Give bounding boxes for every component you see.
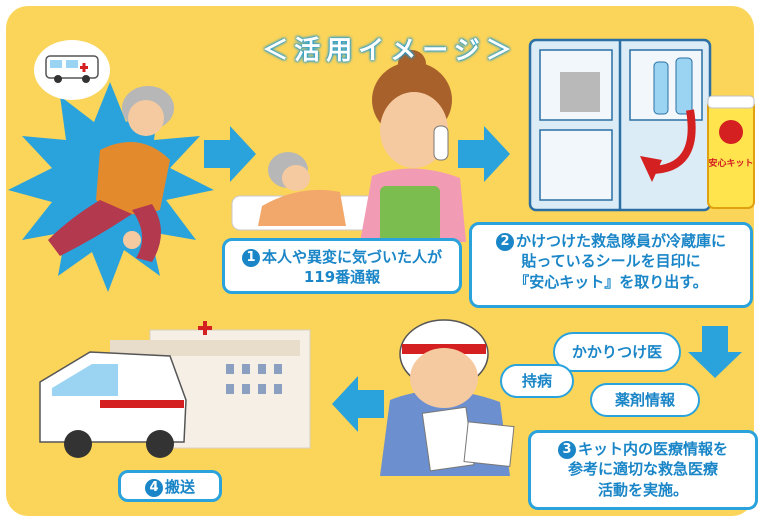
step-2-line3: 『安心キット』を取り出す。 [514, 272, 708, 291]
step-3-line3: 活動を実施。 [597, 480, 688, 499]
step-4-label: 搬送 [164, 478, 195, 496]
kit-label: 安心キット [708, 157, 753, 169]
step-3-line2: 参考に適切な救急医療 [567, 460, 718, 479]
scene-collapse [8, 40, 214, 292]
step-1-number: 1 [241, 249, 260, 267]
bubble-medication-info: 薬剤情報 [590, 383, 700, 417]
scene-transport [39, 321, 311, 458]
step-1-line1: 本人や異変に気づいた人が [261, 248, 442, 266]
arrow-right-1 [204, 126, 256, 182]
bubble-family-doctor: かかりつけ医 [553, 332, 681, 372]
ambulance-icon [45, 55, 99, 83]
scene-calling [231, 50, 466, 242]
step-2-line2: 貼っているシールを目印に [521, 252, 701, 271]
step-2-line1: かけつけた救急隊員が冷蔵庫に [515, 232, 726, 250]
collapsed-woman [48, 86, 174, 262]
step-2-number: 2 [495, 233, 514, 251]
step-4-number: 4 [144, 479, 163, 497]
arrow-down [688, 326, 742, 378]
scene-paramedic [380, 319, 515, 476]
arrow-left [332, 376, 384, 432]
step-3-line1: キット内の医療情報を [577, 440, 728, 458]
arrow-right-2 [458, 126, 510, 182]
step-3-number: 3 [557, 441, 576, 459]
scene-fridge: 安心キット [528, 38, 755, 212]
page-title: ＜活用イメージ＞ [262, 36, 518, 66]
step-1-line2: 119番通報 [303, 268, 381, 287]
bubble-chronic-illness: 持病 [500, 364, 574, 398]
